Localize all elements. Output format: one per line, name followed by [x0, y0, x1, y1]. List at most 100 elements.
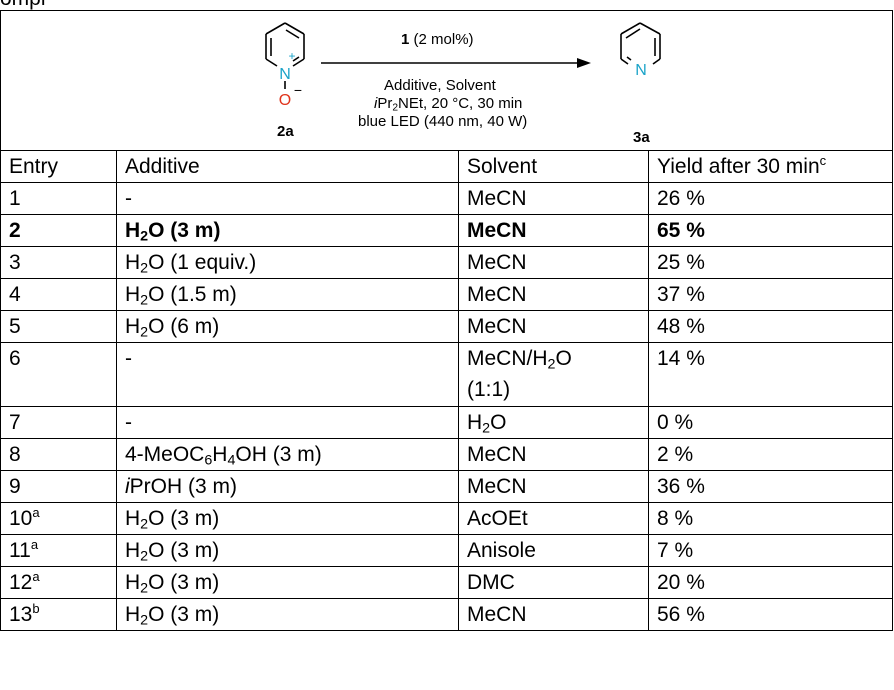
condition-pr: Pr	[377, 95, 393, 112]
entry-number: 12	[9, 571, 33, 594]
additive-sub: 2	[140, 260, 149, 277]
additive-text: 4-MeOC	[125, 443, 205, 466]
table-row: 2 H2O (3 m) MeCN 65 %	[0, 214, 893, 247]
additive-cell: H2O (1.5 m)	[116, 278, 459, 311]
yield-cell: 48 %	[648, 310, 893, 343]
catalyst-condition: 1 (2 mol%)	[401, 31, 474, 49]
reaction-scheme-drawing: N + O −	[265, 22, 661, 109]
additive-text: H	[212, 443, 228, 466]
solvent-cell: MeCN	[458, 214, 649, 247]
solvent-cell: Anisole	[458, 534, 649, 567]
entry-number: 13	[9, 603, 33, 626]
additive-sub: 2	[140, 292, 149, 309]
solvent-cell: H2O	[458, 406, 649, 439]
pyridine-n-oxide-structure	[265, 22, 305, 89]
product-nitrogen-atom: N	[635, 62, 647, 79]
solvent-cell: MeCN	[458, 278, 649, 311]
entry-footnote: a	[32, 569, 40, 585]
condition-rest: NEt, 20 °C, 30 min	[398, 95, 523, 112]
yield-cell: 36 %	[648, 470, 893, 503]
entry-cell: 8	[0, 438, 117, 471]
yield-cell: 65 %	[648, 214, 893, 247]
additive-sub: 2	[140, 516, 149, 533]
additive-text: O (3 m)	[148, 507, 220, 530]
yield-cell: 25 %	[648, 246, 893, 279]
table-header-row: Entry Additive Solvent Yield after 30 mi…	[0, 150, 893, 183]
table-row: 7 - H2O 0 %	[0, 406, 893, 439]
additive-text: PrOH (3 m)	[129, 475, 237, 498]
caption-fragment: ompl	[0, 0, 46, 11]
entry-cell: 7	[0, 406, 117, 439]
yield-cell: 7 %	[648, 534, 893, 567]
entry-footnote: b	[32, 601, 40, 617]
additive-cell: iPrOH (3 m)	[116, 470, 459, 503]
additive-cell: 4-MeOC6H4OH (3 m)	[116, 438, 459, 471]
header-yield-footnote: c	[819, 153, 827, 169]
additive-text: OH (3 m)	[235, 443, 322, 466]
additive-cell: H2O (3 m)	[116, 598, 459, 631]
additive-sub: 2	[140, 324, 149, 341]
condition-light-source: blue LED (440 nm, 40 W)	[358, 113, 528, 130]
reaction-scheme: N + O −	[2, 12, 892, 150]
table-row: 8 4-MeOC6H4OH (3 m) MeCN 2 %	[0, 438, 893, 471]
reactant-nitrogen-atom: N	[279, 66, 291, 83]
additive-cell: -	[116, 182, 459, 215]
reactant-label: 2a	[277, 123, 294, 140]
additive-sub: 2	[140, 612, 149, 629]
additive-sub: 2	[140, 580, 149, 597]
entry-footnote: a	[32, 505, 40, 521]
table-row: 5 H2O (6 m) MeCN 48 %	[0, 310, 893, 343]
entry-cell: 2	[0, 214, 117, 247]
pyridine-structure	[620, 22, 661, 65]
additive-text: H	[125, 539, 141, 562]
yield-cell: 8 %	[648, 502, 893, 535]
additive-italic: i	[125, 475, 130, 498]
additive-cell: H2O (3 m)	[116, 534, 459, 567]
condition-sub: 2	[392, 102, 399, 114]
additive-text: O (1 equiv.)	[148, 251, 257, 274]
header-additive: Additive	[116, 150, 459, 183]
solvent-text: MeCN/H	[467, 347, 548, 370]
additive-text: H	[125, 507, 141, 530]
entry-footnote: a	[30, 537, 39, 553]
table-row: 11a H2O (3 m) Anisole 7 %	[0, 534, 893, 567]
table-row: 4 H2O (1.5 m) MeCN 37 %	[0, 278, 893, 311]
header-entry: Entry	[0, 150, 117, 183]
reaction-scheme-row: N + O −	[0, 10, 893, 151]
table-row: 1 - MeCN 26 %	[0, 182, 893, 215]
solvent-cell: MeCN	[458, 182, 649, 215]
solvent-text: O	[490, 411, 507, 434]
additive-cell: H2O (3 m)	[116, 502, 459, 535]
entry-cell: 3	[0, 246, 117, 279]
catalyst-loading: (2 mol%)	[413, 31, 474, 48]
additive-cell: H2O (3 m)	[116, 566, 459, 599]
entry-cell: 12a	[0, 566, 117, 599]
solvent-text: O	[555, 347, 572, 370]
additive-cell: -	[116, 342, 459, 407]
solvent-cell: MeCN/H2O (1:1)	[458, 342, 649, 407]
reaction-scheme-cell: N + O −	[0, 10, 893, 151]
condition-base-temp-time: iPr2NEt, 20 °C, 30 min	[374, 95, 522, 113]
reactant-nitrogen-charge: +	[288, 49, 295, 63]
table-row: 3 H2O (1 equiv.) MeCN 25 %	[0, 246, 893, 279]
entry-cell: 4	[0, 278, 117, 311]
solvent-cell: DMC	[458, 566, 649, 599]
additive-text: H	[125, 283, 141, 306]
solvent-ratio: (1:1)	[467, 378, 511, 401]
table-row: 9 iPrOH (3 m) MeCN 36 %	[0, 470, 893, 503]
yield-cell: 0 %	[648, 406, 893, 439]
solvent-sub: 2	[482, 420, 491, 437]
header-yield: Yield after 30 minc	[648, 150, 893, 183]
solvent-cell: MeCN	[458, 438, 649, 471]
yield-cell: 37 %	[648, 278, 893, 311]
solvent-cell: MeCN	[458, 470, 649, 503]
table-row: 6 - MeCN/H2O(1:1) 14 %	[0, 342, 893, 407]
additive-text: H	[125, 315, 141, 338]
additive-text: H	[125, 219, 141, 242]
additive-sub: 2	[140, 228, 149, 245]
solvent-text: H	[467, 411, 483, 434]
solvent-sub: 2	[547, 356, 556, 373]
entry-cell: 9	[0, 470, 117, 503]
additive-text: O (3 m)	[148, 571, 220, 594]
condition-additive-solvent: Additive, Solvent	[384, 77, 496, 94]
